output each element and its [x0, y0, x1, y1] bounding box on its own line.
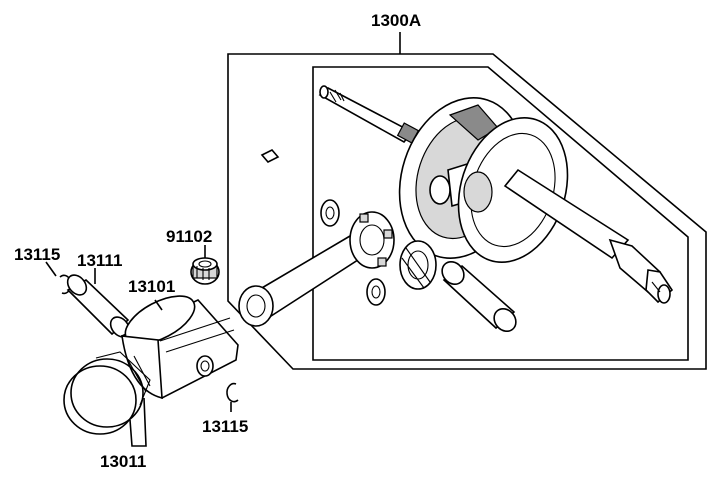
- snap-ring-right: [226, 382, 239, 403]
- woodruff-key: [260, 149, 280, 163]
- piston: [120, 295, 239, 400]
- assembly-outer-frame: [227, 53, 707, 370]
- crank-pin: [441, 260, 517, 333]
- connecting-rod: [238, 211, 395, 327]
- label-snap-ring-right: 13115: [202, 417, 248, 436]
- thrust-washer-lower: [366, 278, 386, 306]
- label-piston-rings: 13011: [100, 452, 146, 471]
- crankshaft: [318, 85, 674, 304]
- label-needle-bearing: 91102: [166, 227, 212, 246]
- thrust-washer-upper: [320, 199, 340, 227]
- piston-rings-leader: [129, 397, 147, 447]
- label-piston-pin: 13111: [77, 251, 122, 270]
- piston-leader: [154, 299, 163, 311]
- label-piston: 13101: [128, 277, 175, 296]
- small-end-needle-bearing: [190, 257, 220, 285]
- big-end-bearing: [399, 240, 437, 290]
- label-snap-ring-left: 13115: [14, 245, 60, 264]
- snap-ring-left-leader: [45, 261, 57, 277]
- assembly-inner-frame: [312, 66, 689, 361]
- piston-rings: [63, 351, 151, 435]
- label-assembly: 1300A: [371, 11, 421, 30]
- piston-pin: [66, 274, 131, 338]
